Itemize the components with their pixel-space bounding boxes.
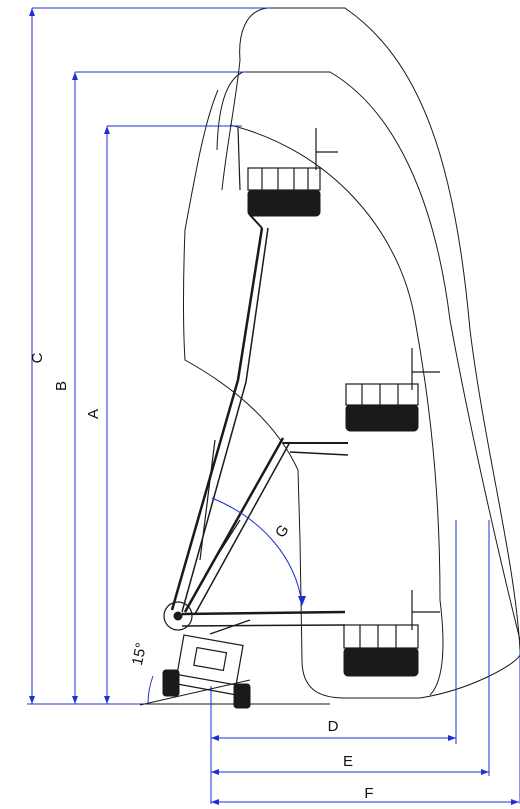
label-c: C xyxy=(29,352,46,363)
basket-lower-rail xyxy=(343,624,419,649)
label-e: E xyxy=(343,753,353,770)
envelope-inner-bottom xyxy=(429,599,444,696)
chassis-detail xyxy=(193,646,228,672)
label-angle: 15° xyxy=(129,641,150,667)
envelope-outer-left xyxy=(221,7,269,191)
basket-middle-rail xyxy=(345,383,419,406)
label-a: A xyxy=(85,409,102,419)
label-f: F xyxy=(364,785,373,802)
arrow-e-left xyxy=(211,769,219,775)
boom-middle xyxy=(183,437,349,615)
jib-raised xyxy=(249,214,263,229)
dimension-lines xyxy=(27,7,520,804)
label-g: G xyxy=(272,522,293,541)
label-d: D xyxy=(328,718,339,735)
dim-arc-15 xyxy=(147,675,154,705)
envelope-inner-right xyxy=(229,124,441,601)
dim-arc-g xyxy=(211,497,303,605)
envelope-outer xyxy=(268,7,520,651)
basket-lower-floor xyxy=(343,647,419,677)
arrow-e-right xyxy=(481,769,489,775)
turret-pin xyxy=(173,611,183,621)
basket-upper-rail xyxy=(247,167,321,191)
dimension-arrows xyxy=(29,8,519,805)
boom-lower-section-b xyxy=(181,381,247,613)
envelope-middle xyxy=(243,71,520,641)
dim-arc-g-arrow xyxy=(298,596,306,606)
track-left xyxy=(162,669,180,697)
boom-mid-lower-b xyxy=(194,441,291,615)
label-b: B xyxy=(53,381,70,391)
boom-upper-section-b xyxy=(245,227,269,383)
dimension-labels: C B A D E F G 15° xyxy=(29,352,374,802)
boom-upper-section xyxy=(236,227,264,381)
boom-lowered xyxy=(181,610,346,635)
arrow-f-right xyxy=(511,799,519,805)
operator-upper-left xyxy=(237,127,241,191)
boom-raised xyxy=(170,214,269,613)
boom-low-lower xyxy=(181,610,346,616)
boom-cylinder xyxy=(199,439,216,561)
working-envelopes xyxy=(183,7,520,699)
arrow-c-top xyxy=(29,8,35,16)
machine-base xyxy=(162,601,251,709)
boom-mid-cylinder xyxy=(204,519,241,576)
arrow-a-top xyxy=(104,126,110,134)
arrow-d-left xyxy=(211,735,219,741)
boom-low-lower-b xyxy=(181,624,346,627)
arrow-c-bottom xyxy=(29,696,35,704)
basket-upper-floor xyxy=(247,189,321,217)
basket-middle-floor xyxy=(345,404,419,432)
envelope-middle-left xyxy=(216,71,244,151)
envelope-inner xyxy=(183,89,520,699)
arrow-b-top xyxy=(72,72,78,80)
jib-mid-b xyxy=(289,451,349,456)
boom-mid-lower xyxy=(183,437,285,613)
arrow-b-bottom xyxy=(72,696,78,704)
angle-reference-line xyxy=(139,679,251,706)
arrow-f-left xyxy=(211,799,219,805)
arrow-a-bottom xyxy=(104,696,110,704)
boom-lower-section xyxy=(170,379,240,611)
basket-lower xyxy=(343,590,440,677)
basket-middle xyxy=(345,348,440,432)
arrow-d-right xyxy=(448,735,456,741)
basket-upper xyxy=(237,127,338,217)
boom-low-cylinder xyxy=(209,619,251,635)
